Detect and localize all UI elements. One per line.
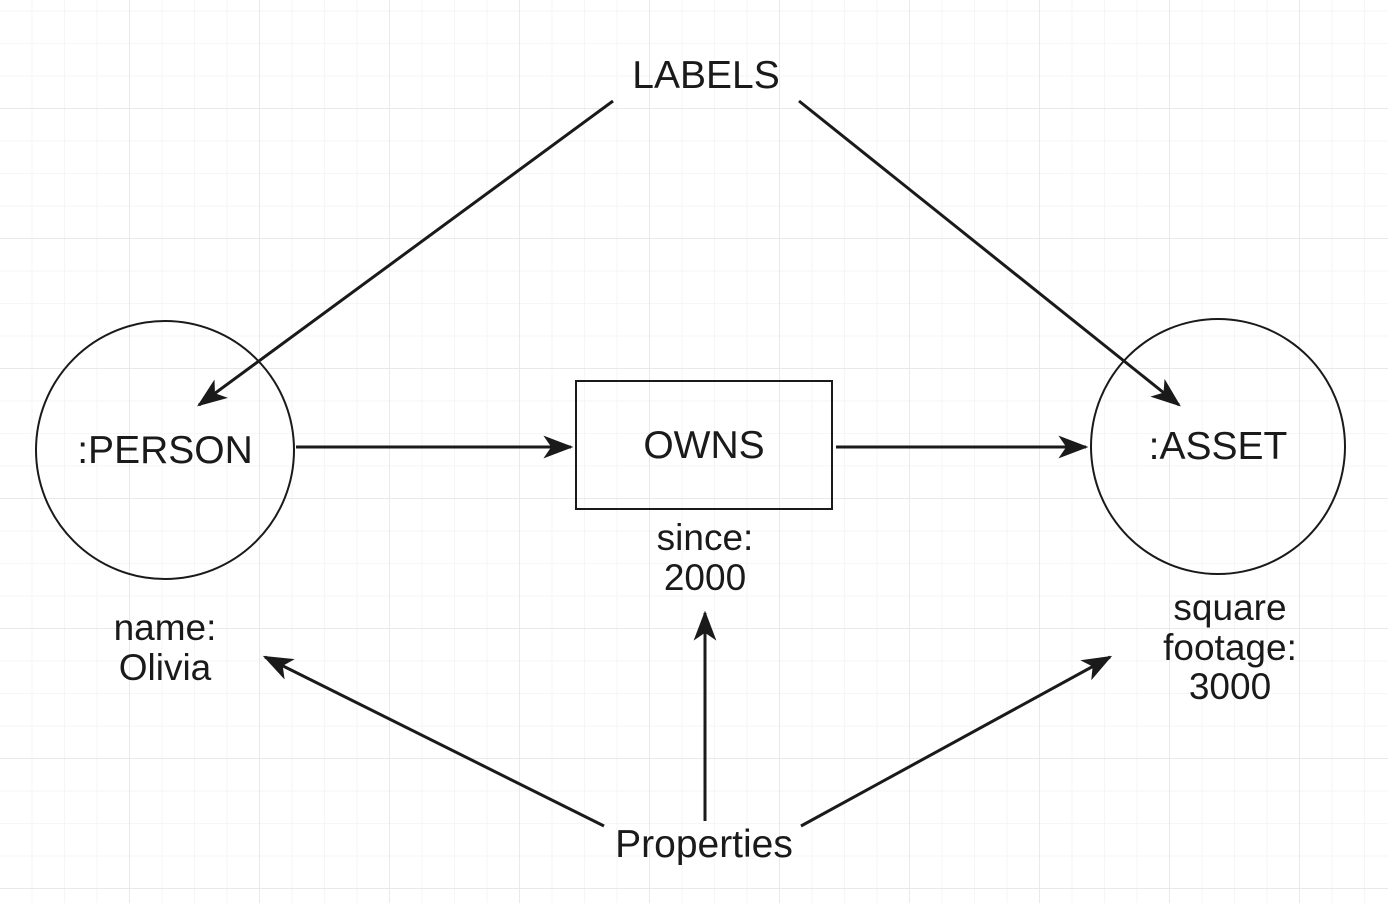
node-person-label: :PERSON	[77, 428, 253, 472]
asset-property-label: square footage: 3000	[1163, 587, 1297, 708]
node-asset-label: :ASSET	[1148, 425, 1288, 468]
labels-title: LABELS	[632, 54, 780, 97]
node-asset[interactable]: :ASSET	[1090, 318, 1346, 575]
edge-properties-to-asset-property	[800, 655, 1113, 828]
owns-property-label: since: 2000	[656, 517, 754, 598]
node-owns[interactable]: OWNS	[575, 380, 833, 510]
edge-properties-to-person-property	[262, 655, 605, 828]
person-property-label: name: Olivia	[113, 607, 217, 688]
edge-labels-to-person	[197, 99, 614, 407]
edge-labels-to-asset	[798, 99, 1181, 407]
properties-title: Properties	[615, 823, 793, 866]
node-person[interactable]: :PERSON	[35, 320, 295, 580]
node-owns-label: OWNS	[643, 423, 765, 467]
